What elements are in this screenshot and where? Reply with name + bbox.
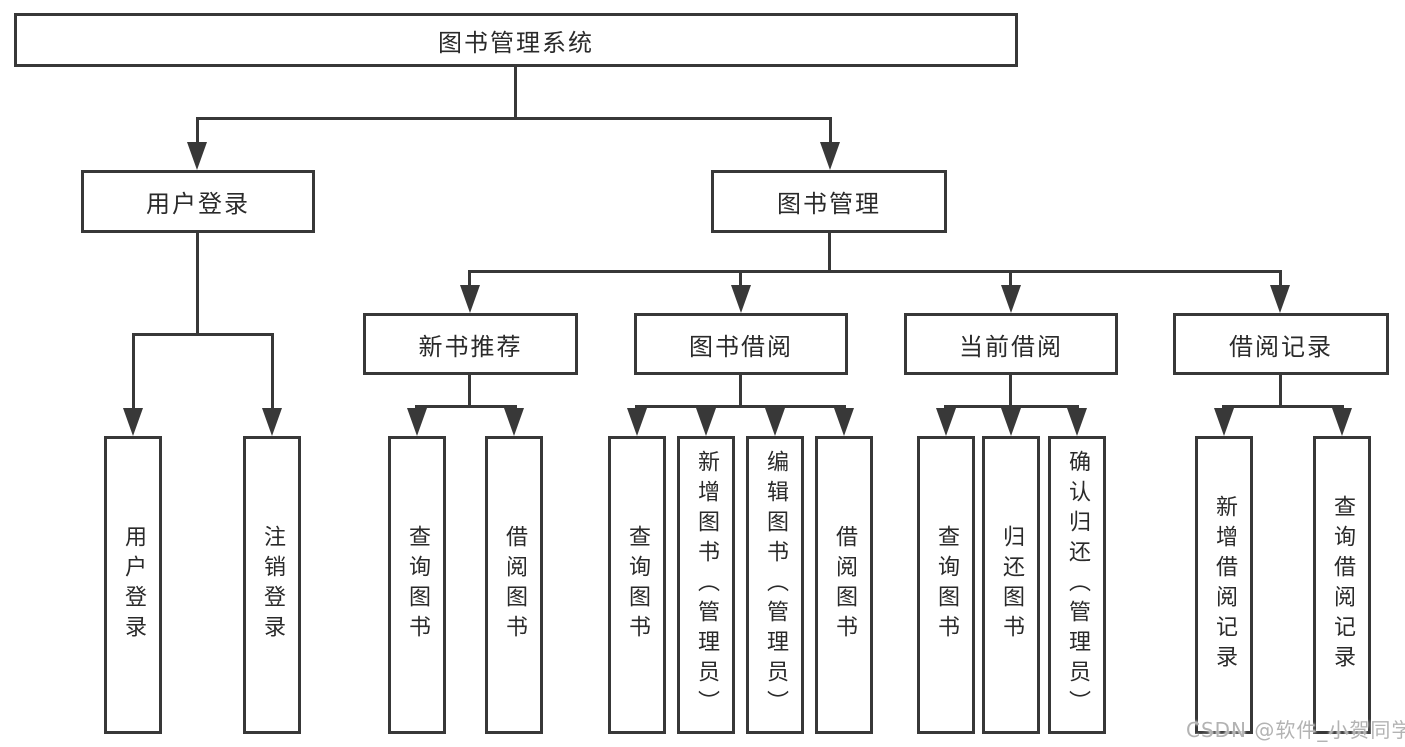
arrow-down-icon (1332, 408, 1352, 436)
node-new-book-recommend: 新书推荐 (363, 313, 578, 375)
arrow-down-icon (731, 285, 751, 313)
arrow-down-icon (696, 408, 716, 436)
arrow-down-icon (834, 408, 854, 436)
connector-root-left-drop (196, 117, 199, 145)
connector-records-split (1222, 405, 1344, 408)
leaf-query-books-borrow-label: 查询图书 (625, 525, 650, 645)
connector-mgmt-drop-2 (739, 270, 742, 288)
connector-newbook-trunk (468, 374, 471, 408)
node-borrowing-records-label: 借阅记录 (1229, 332, 1333, 361)
node-book-management: 图书管理 (711, 170, 947, 233)
connector-user-split (132, 333, 274, 336)
leaf-add-borrow-record: 新增借阅记录 (1195, 436, 1253, 734)
arrow-down-icon (407, 408, 427, 436)
connector-records-trunk (1279, 374, 1282, 408)
leaf-query-borrow-record-label: 查询借阅记录 (1330, 495, 1355, 675)
arrow-down-icon (820, 142, 840, 170)
connector-mgmt-drop-1 (468, 270, 471, 288)
leaf-borrow-books-borrow: 借阅图书 (815, 436, 873, 734)
connector-mgmt-drop-4 (1279, 270, 1282, 288)
arrow-down-icon (460, 285, 480, 313)
leaf-logout-label: 注销登录 (260, 525, 285, 645)
leaf-return-book-label: 归还图书 (999, 525, 1024, 645)
node-user-login-label: 用户登录 (146, 190, 250, 218)
arrow-down-icon (1001, 408, 1021, 436)
node-book-borrowing-label: 图书借阅 (689, 332, 793, 361)
arrow-down-icon (504, 408, 524, 436)
leaf-edit-book-admin-label: 编辑图书（管理员） (763, 450, 788, 720)
leaf-return-book: 归还图书 (982, 436, 1040, 734)
leaf-user-login-label: 用户登录 (121, 525, 146, 645)
node-current-borrowing-label: 当前借阅 (959, 332, 1063, 361)
arrow-down-icon (765, 408, 785, 436)
node-current-borrowing: 当前借阅 (904, 313, 1118, 375)
connector-user-right-drop (271, 333, 274, 413)
connector-user-trunk (196, 232, 199, 336)
arrow-down-icon (1214, 408, 1234, 436)
leaf-confirm-return-admin: 确认归还（管理员） (1048, 436, 1106, 734)
leaf-query-books-new: 查询图书 (388, 436, 446, 734)
node-borrowing-records: 借阅记录 (1173, 313, 1389, 375)
node-new-book-recommend-label: 新书推荐 (418, 332, 523, 361)
connector-mgmt-drop-3 (1009, 270, 1012, 288)
arrow-down-icon (187, 142, 207, 170)
arrow-down-icon (262, 408, 282, 436)
leaf-logout: 注销登录 (243, 436, 301, 734)
leaf-query-books-current: 查询图书 (917, 436, 975, 734)
leaf-borrow-books-new-label: 借阅图书 (502, 525, 527, 645)
arrow-down-icon (1270, 285, 1290, 313)
leaf-query-books-new-label: 查询图书 (405, 525, 430, 645)
node-root-label: 图书管理系统 (438, 28, 594, 57)
connector-root-split (196, 117, 832, 120)
connector-borrowing-split (635, 405, 846, 408)
node-user-login: 用户登录 (81, 170, 315, 233)
arrow-down-icon (1067, 408, 1087, 436)
csdn-watermark: CSDN @软件_小贺同学 (1186, 718, 1405, 742)
connector-mgmt-trunk (828, 232, 831, 272)
arrow-down-icon (936, 408, 956, 436)
leaf-borrow-books-new: 借阅图书 (485, 436, 543, 734)
leaf-query-books-borrow: 查询图书 (608, 436, 666, 734)
connector-mgmt-split (468, 270, 1282, 273)
connector-current-split (944, 405, 1079, 408)
leaf-add-book-admin: 新增图书（管理员） (677, 436, 735, 734)
leaf-add-borrow-record-label: 新增借阅记录 (1212, 495, 1237, 675)
connector-borrowing-trunk (739, 374, 742, 408)
connector-current-trunk (1009, 374, 1012, 408)
arrow-down-icon (123, 408, 143, 436)
connector-root-right-drop (829, 117, 832, 145)
connector-user-left-drop (132, 333, 135, 413)
leaf-user-login: 用户登录 (104, 436, 162, 734)
leaf-borrow-books-borrow-label: 借阅图书 (832, 525, 857, 645)
node-root: 图书管理系统 (14, 13, 1018, 67)
leaf-edit-book-admin: 编辑图书（管理员） (746, 436, 804, 734)
arrow-down-icon (1001, 285, 1021, 313)
connector-newbook-split (415, 405, 517, 408)
node-book-borrowing: 图书借阅 (634, 313, 848, 375)
leaf-query-borrow-record: 查询借阅记录 (1313, 436, 1371, 734)
leaf-confirm-return-admin-label: 确认归还（管理员） (1065, 450, 1090, 720)
leaf-query-books-current-label: 查询图书 (934, 525, 959, 645)
leaf-add-book-admin-label: 新增图书（管理员） (694, 450, 719, 720)
node-book-management-label: 图书管理 (777, 190, 881, 218)
connector-root-trunk (514, 66, 517, 119)
arrow-down-icon (627, 408, 647, 436)
